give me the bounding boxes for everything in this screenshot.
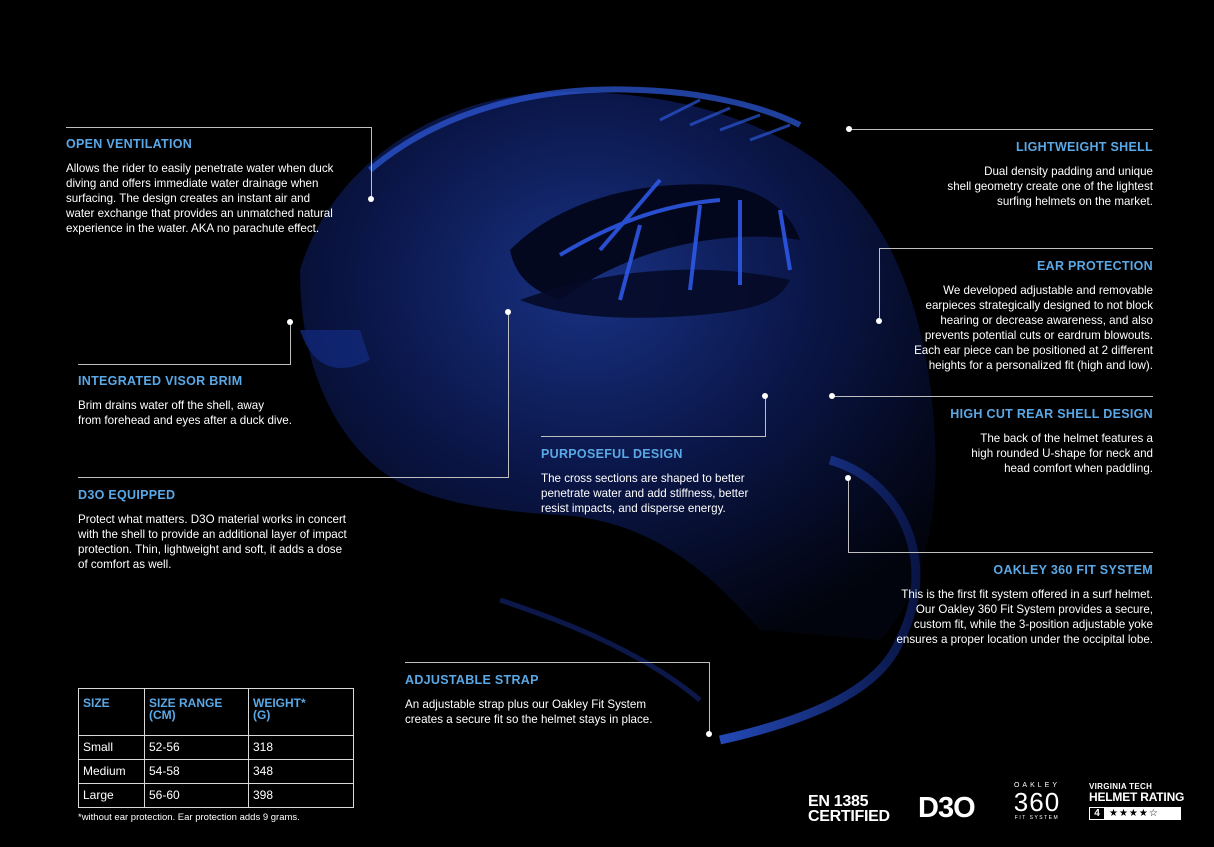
vt-rating-number: 4 (1089, 807, 1105, 820)
oakley-360-logo: OAKLEY 360 FIT SYSTEM (1006, 782, 1068, 821)
fit-system-wordmark: FIT SYSTEM (1014, 815, 1060, 821)
table-row: Medium 54-58 348 (78, 759, 354, 784)
cell-range: 54-58 (144, 759, 249, 784)
cell-range: 52-56 (144, 735, 249, 760)
oakley-wordmark: OAKLEY (1013, 782, 1060, 789)
callout-dot (762, 393, 768, 399)
feature-title: EAR PROTECTION (1036, 259, 1153, 273)
feature-title: INTEGRATED VISOR BRIM (78, 374, 243, 388)
feature-title: OAKLEY 360 FIT SYSTEM (993, 563, 1153, 577)
feature-open-ventilation: OPEN VENTILATION Allows the rider to eas… (66, 137, 366, 236)
vt-label: VIRGINIA TECH (1089, 782, 1153, 791)
table-footnote: *without ear protection. Ear protection … (78, 812, 300, 823)
en1385-certified-logo: EN 1385 CERTIFIED (808, 793, 890, 825)
feature-body: This is the first fit system offered in … (896, 588, 1153, 646)
connector-line (849, 129, 1153, 130)
feature-body: The back of the helmet features a high r… (971, 432, 1153, 475)
callout-dot (287, 319, 293, 325)
feature-title: PURPOSEFUL DESIGN (541, 447, 683, 461)
callout-dot (829, 393, 835, 399)
cell-weight: 348 (248, 759, 354, 784)
vt-title: HELMET RATING (1089, 790, 1185, 804)
callout-dot (706, 731, 712, 737)
connector-line (879, 248, 1153, 249)
connector-line (541, 436, 766, 437)
cell-range: 56-60 (144, 783, 249, 808)
connector-line (78, 477, 509, 478)
cell-weight: 398 (248, 783, 354, 808)
cell-size: Small (78, 735, 145, 760)
header-weight: WEIGHT* (G) (248, 688, 354, 736)
table-row: Large 56-60 398 (78, 783, 354, 808)
feature-title: ADJUSTABLE STRAP (405, 673, 539, 687)
connector-line (66, 127, 372, 128)
feature-ear-protection: EAR PROTECTION We developed adjustable a… (873, 259, 1153, 373)
feature-body: Allows the rider to easily penetrate wat… (66, 162, 334, 235)
feature-body: The cross sections are shaped to better … (541, 472, 749, 515)
table-header-row: SIZE SIZE RANGE (CM) WEIGHT* (G) (78, 688, 354, 736)
vt-rating: 4 ★★★★☆ (1089, 807, 1181, 820)
cell-size: Medium (78, 759, 145, 784)
star-rating-icon: ★★★★☆ (1109, 808, 1159, 819)
connector-line (290, 322, 291, 365)
feature-body: We developed adjustable and removable ea… (914, 284, 1153, 372)
feature-body: Brim drains water off the shell, away fr… (78, 399, 292, 427)
feature-title: OPEN VENTILATION (66, 137, 193, 151)
feature-body: Dual density padding and unique shell ge… (947, 165, 1153, 208)
connector-line (848, 478, 849, 553)
connector-line (832, 396, 1153, 397)
feature-adjustable-strap: ADJUSTABLE STRAP An adjustable strap plu… (405, 673, 695, 727)
callout-dot (846, 126, 852, 132)
header-size-range: SIZE RANGE (CM) (144, 688, 249, 736)
callout-dot (505, 309, 511, 315)
feature-title: D3O EQUIPPED (78, 488, 176, 502)
feature-high-cut-rear: HIGH CUT REAR SHELL DESIGN The back of t… (903, 407, 1153, 476)
oakley-360-number: 360 (1013, 787, 1061, 817)
connector-line (709, 662, 710, 734)
d3o-logo: D3O (918, 792, 976, 824)
connector-line (371, 127, 372, 199)
feature-integrated-visor-brim: INTEGRATED VISOR BRIM Brim drains water … (78, 374, 378, 428)
virginia-tech-rating-badge: VIRGINIA TECH HELMET RATING 4 ★★★★☆ (1089, 782, 1184, 820)
table-row: Small 52-56 318 (78, 735, 354, 760)
feature-d3o-equipped: D3O EQUIPPED Protect what matters. D3O m… (78, 488, 388, 572)
callout-dot (876, 318, 882, 324)
cell-weight: 318 (248, 735, 354, 760)
callout-dot (368, 196, 374, 202)
feature-title: HIGH CUT REAR SHELL DESIGN (950, 407, 1153, 421)
feature-body: Protect what matters. D3O material works… (78, 513, 347, 571)
feature-body: An adjustable strap plus our Oakley Fit … (405, 698, 653, 726)
connector-line (848, 552, 1153, 553)
connector-line (78, 364, 291, 365)
connector-line (765, 396, 766, 437)
connector-line (405, 662, 710, 663)
feature-lightweight-shell: LIGHTWEIGHT SHELL Dual density padding a… (853, 140, 1153, 209)
connector-line (508, 312, 509, 478)
feature-oakley-360: OAKLEY 360 FIT SYSTEM This is the first … (853, 563, 1153, 647)
size-table: SIZE SIZE RANGE (CM) WEIGHT* (G) Small 5… (78, 688, 354, 808)
cell-size: Large (78, 783, 145, 808)
header-size: SIZE (78, 688, 145, 736)
connector-line (879, 248, 880, 321)
feature-purposeful-design: PURPOSEFUL DESIGN The cross sections are… (541, 447, 801, 516)
callout-dot (845, 475, 851, 481)
feature-title: LIGHTWEIGHT SHELL (1015, 140, 1153, 154)
